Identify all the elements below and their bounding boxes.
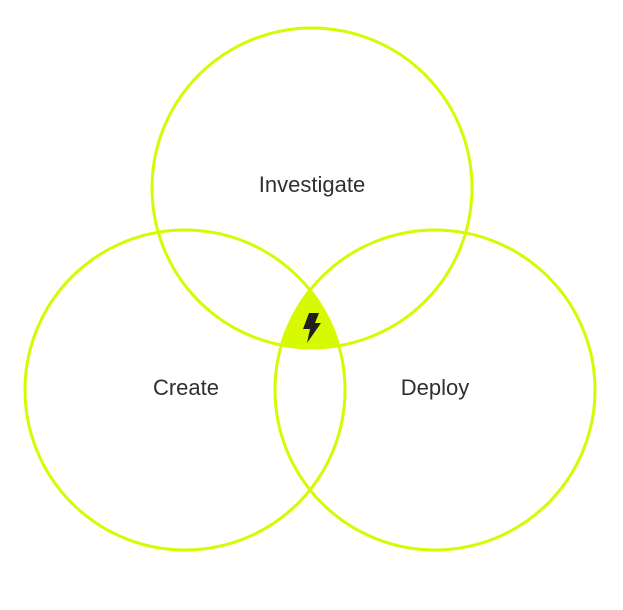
label-create: Create <box>153 375 219 400</box>
lightning-bolt-icon <box>303 313 321 343</box>
circle-create <box>23 228 347 552</box>
circle-deploy <box>273 228 597 552</box>
circle-investigate <box>150 26 474 350</box>
label-investigate: Investigate <box>259 172 365 197</box>
label-deploy: Deploy <box>401 375 469 400</box>
